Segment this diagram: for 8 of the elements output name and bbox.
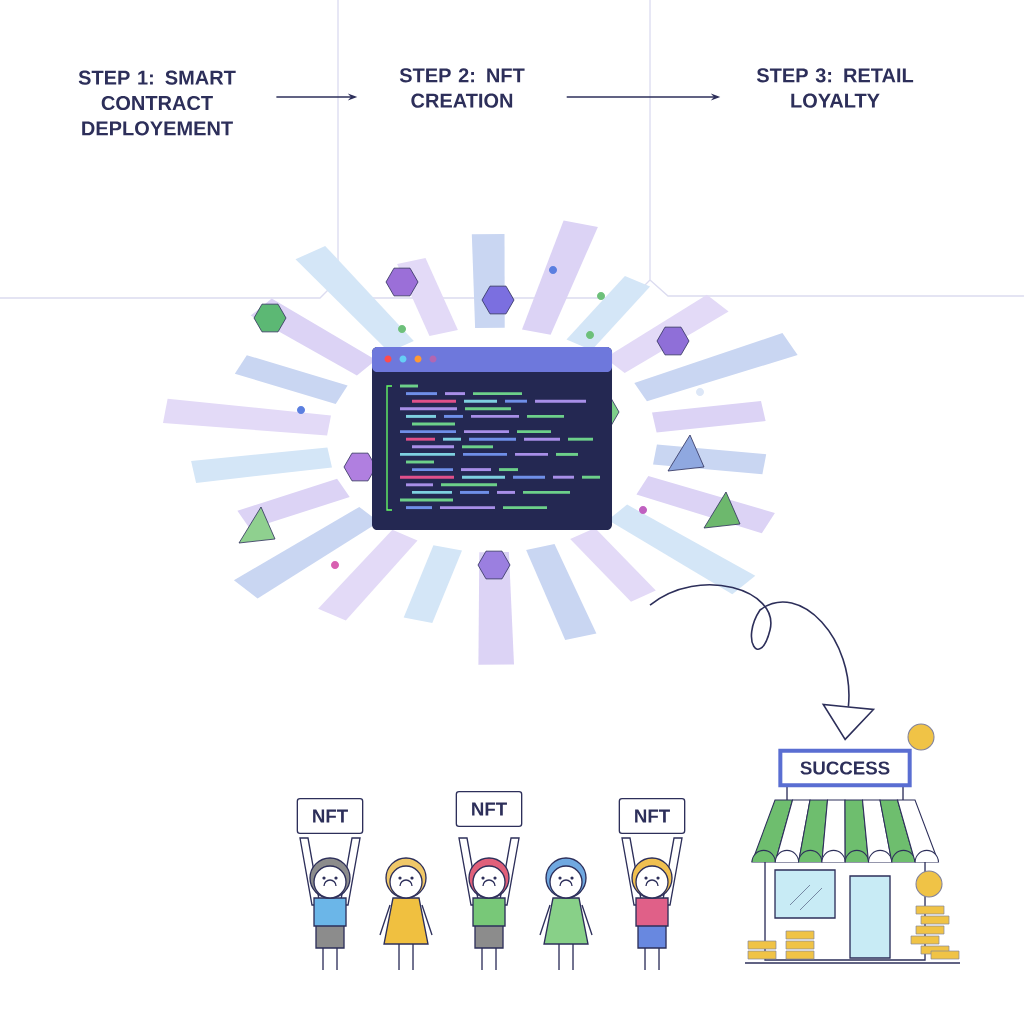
nft-sign: NFT	[455, 791, 523, 827]
arrow	[649, 584, 876, 741]
nft-sign: NFT	[618, 798, 686, 834]
nft-sign: NFT	[296, 798, 364, 834]
shop-sign: SUCCESS	[778, 748, 912, 788]
step-heading: STEP 2: NFT CREATION	[399, 68, 525, 108]
step-heading: STEP 1: SMART CONTRACT DEPLOYEMENT	[78, 70, 236, 136]
step-heading: STEP 3: RETAIL LOYALTY	[756, 68, 914, 108]
